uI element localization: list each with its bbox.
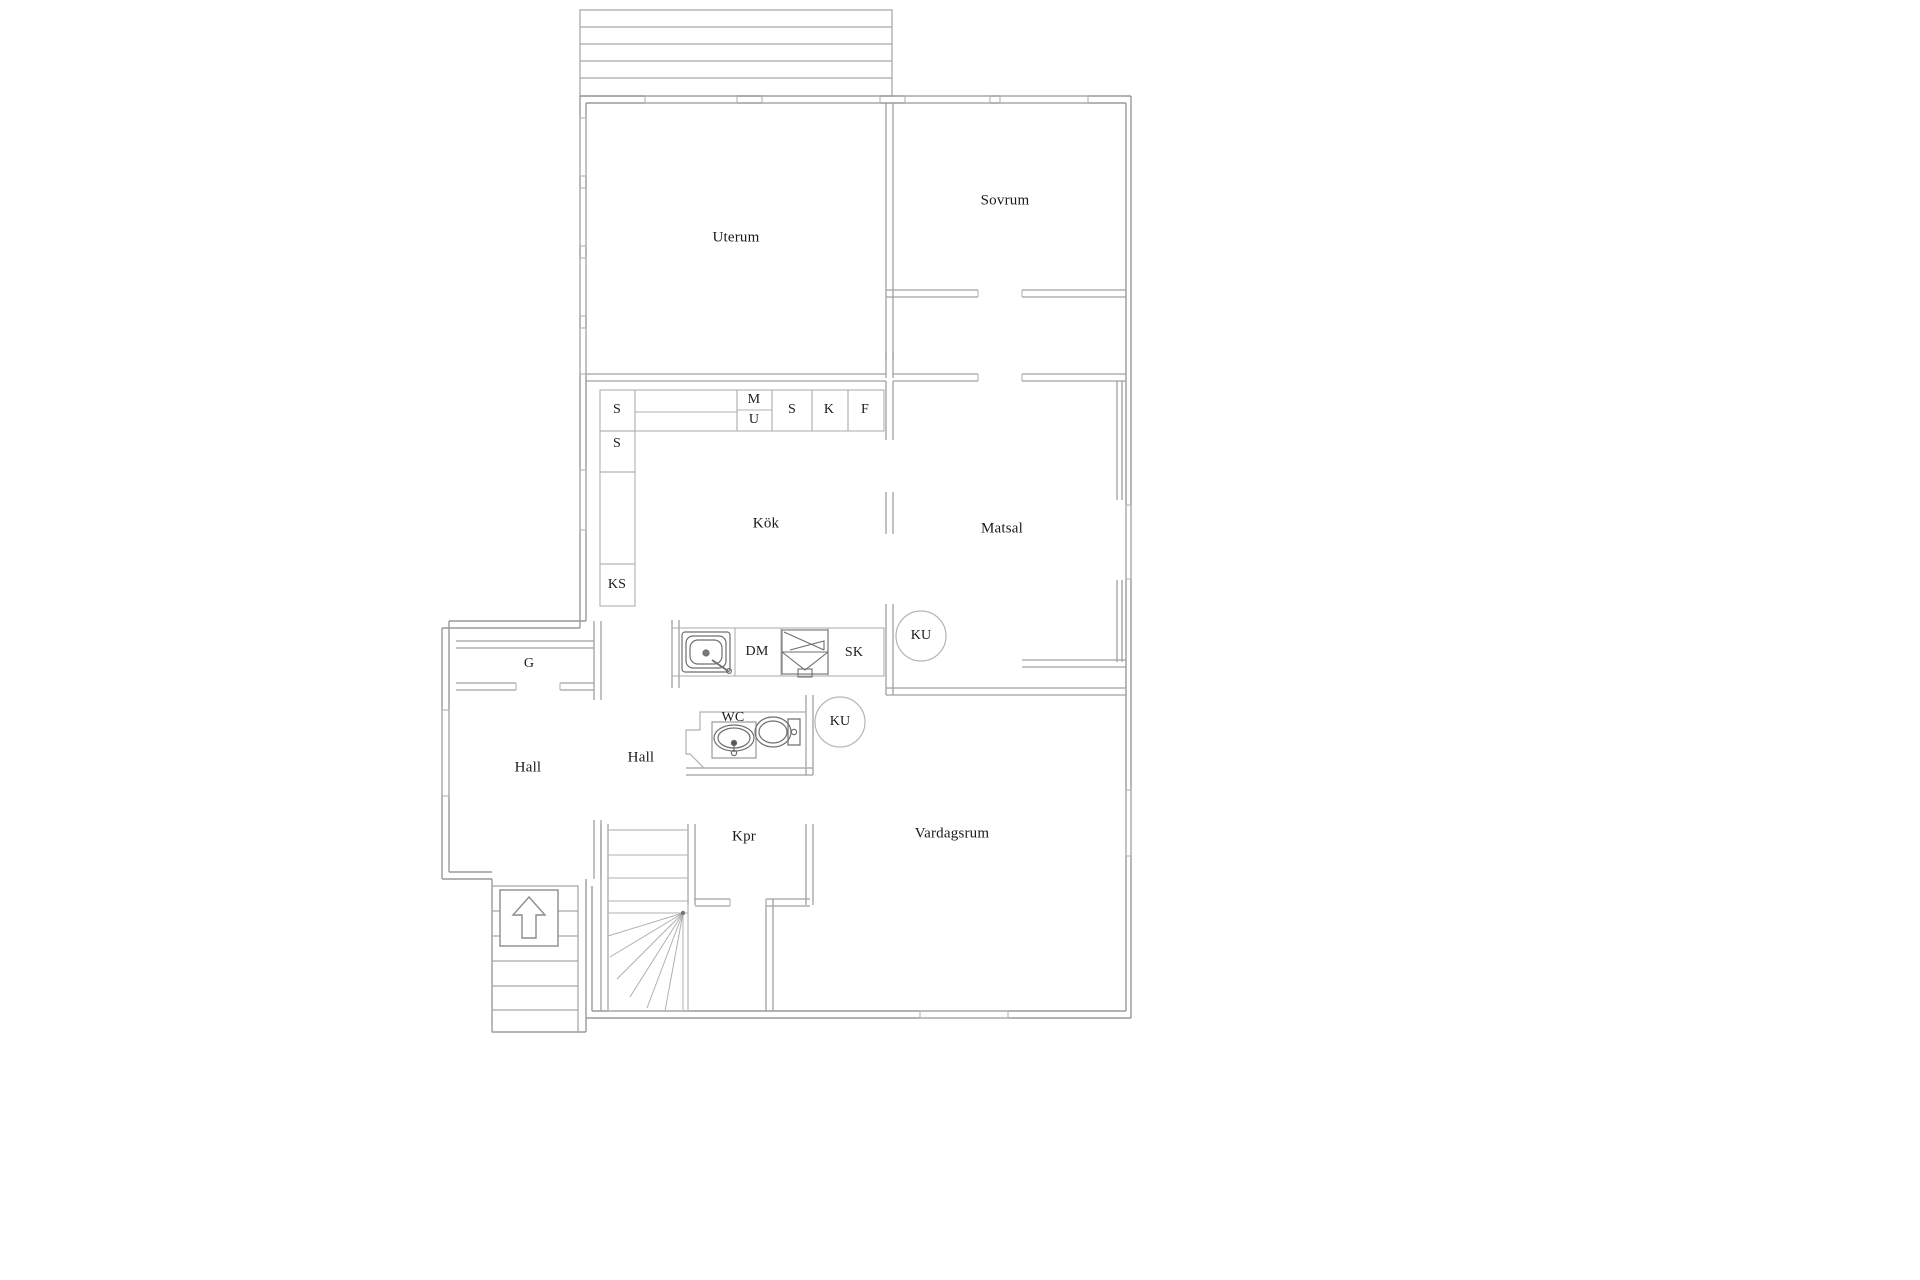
circle-label-ku-lower: KU xyxy=(829,714,851,729)
kitchen-sink-icon xyxy=(681,631,732,674)
fixture-label-wc: WC xyxy=(721,710,745,725)
deck-slats xyxy=(579,9,893,97)
kitchen-cabinets xyxy=(599,389,885,607)
room-label-kok: Kök xyxy=(752,515,780,532)
circle-label-ku-upper: KU xyxy=(910,628,932,643)
kitchen-worktop-run xyxy=(671,627,885,677)
fixture-label-cab-s-2: S xyxy=(613,436,621,451)
room-label-sovrum: Sovrum xyxy=(980,192,1030,209)
room-label-matsal: Matsal xyxy=(980,520,1024,537)
ku-circles xyxy=(814,610,947,748)
fixture-label-micro: M xyxy=(747,392,761,407)
room-label-kpr: Kpr xyxy=(732,828,756,845)
fixture-label-dishwash: DM xyxy=(745,644,769,659)
laundry-chute-icon xyxy=(781,629,829,678)
window-openings xyxy=(441,95,1132,1019)
room-label-hall-left: Hall xyxy=(514,759,542,776)
staircase xyxy=(607,829,689,1012)
interior-walls xyxy=(456,103,1126,1011)
fixture-label-oven: U xyxy=(748,412,760,427)
north-arrow xyxy=(499,889,559,947)
fixture-label-fridge: F xyxy=(861,402,869,417)
fixture-label-stove: K xyxy=(823,402,835,417)
wc-fixtures xyxy=(685,711,807,769)
door-openings xyxy=(515,290,1023,906)
room-label-vardagsrum: Vardagsrum xyxy=(914,825,990,842)
room-label-uterum: Uterum xyxy=(712,229,760,246)
fixture-label-cab-ks: KS xyxy=(607,577,627,592)
fixture-label-garderob: G xyxy=(523,656,535,671)
fixture-label-cab-s-3: S xyxy=(788,402,796,417)
fixture-label-cab-s-1: S xyxy=(613,402,621,417)
fixture-label-cab-sk: SK xyxy=(844,645,864,660)
room-label-hall-mid: Hall xyxy=(627,749,655,766)
